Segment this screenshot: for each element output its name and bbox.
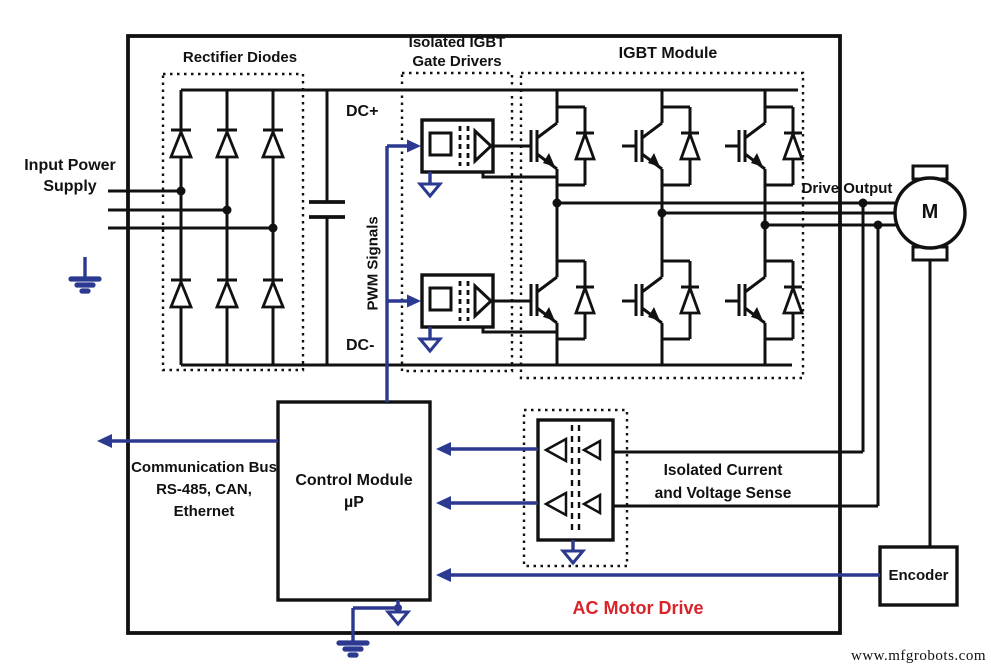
gate-drivers-label-line1: Isolated IGBT	[408, 34, 506, 51]
igbt-module-label: IGBT Module	[618, 45, 718, 62]
diode-symbol	[215, 278, 239, 309]
igbt-symbol	[529, 88, 596, 204]
dc-link-capacitor	[309, 90, 345, 365]
comm-bus-line2: RS-485, CAN,	[156, 481, 252, 498]
diode-symbol	[169, 128, 193, 159]
signal-ground-icon	[559, 540, 587, 566]
comm-bus-arrow	[97, 434, 278, 448]
input-power-label: Input Power Supply	[8, 155, 132, 197]
gate-drivers-label-line2: Gate Drivers	[412, 53, 502, 70]
diode-symbol	[261, 128, 285, 159]
isolated-amplifier-symbol	[543, 490, 568, 518]
dc-plus-label: DC+	[346, 103, 379, 120]
gate-drivers-label: Isolated IGBT Gate Drivers	[395, 33, 519, 71]
rectifier-section	[169, 90, 285, 365]
motor-symbol	[893, 164, 967, 547]
gate-driver-bottom	[420, 273, 557, 334]
buffer-triangle-icon	[473, 282, 494, 320]
dc-bus	[181, 88, 798, 367]
signal-ground-icon	[384, 600, 412, 627]
control-module-line2: µP	[344, 494, 364, 511]
buffer-triangle-icon	[473, 127, 494, 165]
sense-label-line2: and Voltage Sense	[654, 485, 792, 502]
sense-label: Isolated Current and Voltage Sense	[645, 459, 801, 505]
control-module-label: Control Module µP	[286, 470, 422, 514]
encoder-label: Encoder	[888, 567, 949, 584]
earth-ground-icon	[68, 257, 102, 294]
rectifier-label: Rectifier Diodes	[182, 49, 298, 66]
isolated-amplifier-symbol	[543, 436, 568, 464]
diode-symbol	[261, 278, 285, 309]
sense-label-line1: Isolated Current	[663, 462, 783, 479]
input-power-line1: Input Power	[24, 157, 116, 174]
gate-drivers-outline	[400, 71, 514, 373]
control-module-box	[276, 400, 432, 602]
pwm-signals-label: PWM Signals	[364, 216, 382, 311]
signal-ground-icon	[416, 327, 444, 354]
ground-symbols	[68, 172, 587, 658]
igbt-symbol	[737, 242, 804, 358]
sense-outline	[522, 408, 629, 568]
enclosure-frame	[126, 34, 842, 635]
input-power-lines	[108, 186, 278, 233]
sense-module	[536, 418, 615, 542]
drive-output-label: Drive Output	[801, 180, 893, 197]
gate-driver-top	[420, 118, 557, 179]
earth-ground-icon	[336, 606, 398, 658]
signal-ground-icon	[416, 172, 444, 199]
dc-minus-label: DC-	[346, 337, 375, 354]
feedback-arrows	[436, 442, 880, 582]
diagram-title: AC Motor Drive	[572, 598, 704, 618]
diode-symbol	[215, 128, 239, 159]
diode-symbol	[169, 278, 193, 309]
isolated-amplifier-symbol	[581, 492, 602, 516]
igbt-symbol	[634, 242, 701, 358]
comm-bus-line3: Ethernet	[173, 503, 235, 520]
encoder-box	[878, 545, 959, 607]
comm-bus-line1: Communication Bus	[131, 459, 277, 476]
comm-bus-label: Communication Bus RS-485, CAN, Ethernet	[126, 457, 282, 523]
pwm-signal-lines	[385, 139, 421, 402]
watermark: www.mfgrobots.com	[850, 648, 986, 664]
rectifier-outline	[161, 72, 305, 372]
igbt-symbol	[529, 242, 596, 358]
motor-label: M	[921, 201, 939, 223]
isolated-amplifier-symbol	[581, 438, 602, 462]
drive-output-lines	[552, 198, 898, 508]
control-module-line1: Control Module	[295, 472, 413, 489]
input-power-line2: Supply	[43, 178, 97, 195]
igbt-symbol	[634, 88, 701, 204]
